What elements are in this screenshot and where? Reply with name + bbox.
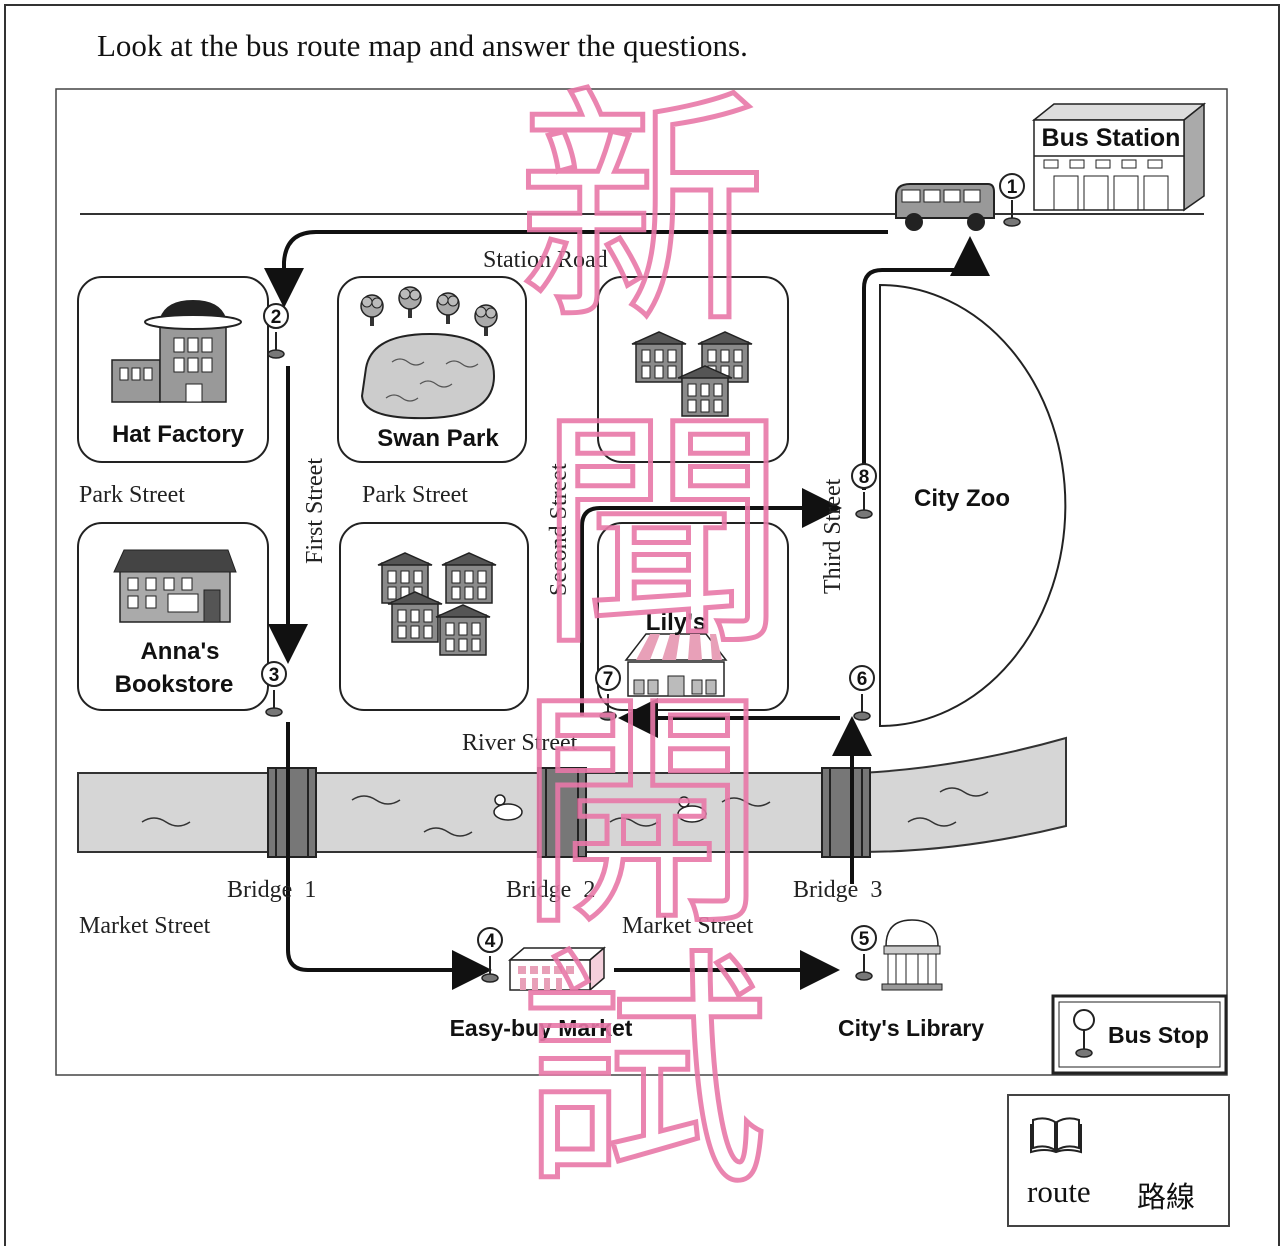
market-street-label: Market Street bbox=[79, 913, 211, 939]
route-7-to-8 bbox=[580, 488, 842, 716]
bus-route bbox=[264, 230, 990, 990]
bridge-1-label: Bridge 1 bbox=[227, 877, 316, 903]
instruction-text: Look at the bus route map and answer the… bbox=[97, 28, 748, 63]
stop-number: 2 bbox=[271, 307, 282, 328]
lilys-label: Lily's bbox=[646, 609, 706, 636]
city-zoo-label: City Zoo bbox=[914, 485, 1010, 512]
bookstore-icon bbox=[113, 549, 237, 623]
park-street-label: Park Street bbox=[79, 482, 185, 508]
annas-label: Anna's bbox=[140, 638, 219, 665]
vocab-translation: 路線 bbox=[1137, 1180, 1196, 1214]
bus-stop-7: 7 bbox=[595, 665, 621, 721]
legend-label: Bus Stop bbox=[1108, 1022, 1209, 1048]
bookstore-label: Bookstore bbox=[115, 671, 234, 698]
city-zoo-area bbox=[879, 283, 1067, 728]
bus-stop-3: 3 bbox=[261, 661, 287, 717]
block-houses bbox=[597, 276, 789, 463]
hat-factory-icon bbox=[111, 300, 242, 403]
duck-icon bbox=[493, 794, 707, 823]
bus-stop-2: 2 bbox=[263, 303, 289, 359]
legend-box: Bus Stop bbox=[1051, 994, 1228, 1075]
library-icon bbox=[881, 919, 943, 991]
watermark-char: 開 bbox=[517, 668, 767, 959]
swan-park-label: Swan Park bbox=[377, 425, 499, 452]
lilys-shop-icon bbox=[624, 633, 728, 697]
bus-icon bbox=[895, 183, 995, 231]
bus-stop-8: 8 bbox=[851, 463, 877, 519]
stop-number: 7 bbox=[603, 669, 614, 690]
market-icon bbox=[507, 946, 607, 992]
bridge-1 bbox=[267, 767, 317, 858]
station-road-label: Station Road bbox=[483, 247, 608, 273]
bus-station-icon bbox=[1031, 102, 1207, 212]
watermark-char: 聞 bbox=[537, 388, 787, 679]
stop-number: 5 bbox=[859, 929, 870, 950]
watermark: 新 聞 開 試 bbox=[515, 64, 790, 1222]
swan-park-icon bbox=[360, 286, 498, 420]
stop-number: 6 bbox=[857, 669, 868, 690]
third-street-label: Third Street bbox=[820, 478, 846, 594]
river-waves bbox=[141, 787, 989, 837]
second-street-label: Second Street bbox=[546, 463, 572, 596]
bus-stop-4: 4 bbox=[477, 927, 503, 983]
citys-library-label: City's Library bbox=[838, 1015, 984, 1041]
stop-number: 1 bbox=[1007, 177, 1018, 198]
bridge-3 bbox=[821, 767, 871, 858]
river-street-label: River Street bbox=[462, 730, 578, 756]
page-frame bbox=[4, 4, 1280, 1246]
watermark-char: 新 bbox=[517, 66, 767, 357]
bridge-2 bbox=[537, 767, 587, 858]
bridge-3-label: Bridge 3 bbox=[793, 877, 882, 903]
route-8-to-1 bbox=[862, 236, 990, 490]
route-1-to-2 bbox=[264, 230, 888, 308]
bus-stop-6: 6 bbox=[849, 665, 875, 721]
vocab-word: route bbox=[1027, 1174, 1091, 1209]
easy-buy-market-label: Easy-buy Market bbox=[450, 1015, 633, 1041]
vocab-box: route 路線 bbox=[1007, 1094, 1230, 1227]
bridge-2-label: Bridge 2 bbox=[506, 877, 595, 903]
first-street-label: First Street bbox=[302, 458, 328, 564]
park-street-label-2: Park Street bbox=[362, 482, 468, 508]
bus-stop-legend-icon bbox=[1073, 1009, 1095, 1058]
hat-factory-label: Hat Factory bbox=[112, 421, 245, 448]
bus-station-label: Bus Station bbox=[1042, 124, 1181, 152]
market-street-label-2: Market Street bbox=[622, 913, 754, 939]
stop-number: 3 bbox=[269, 665, 280, 686]
stop-number: 8 bbox=[859, 467, 870, 488]
stop-number: 4 bbox=[485, 931, 496, 952]
route-3-to-4 bbox=[286, 722, 492, 990]
book-icon bbox=[1030, 1117, 1082, 1154]
bus-stop-5: 5 bbox=[851, 925, 877, 981]
watermark-char: 試 bbox=[519, 928, 769, 1219]
bus-stop-1: 1 bbox=[999, 173, 1025, 227]
